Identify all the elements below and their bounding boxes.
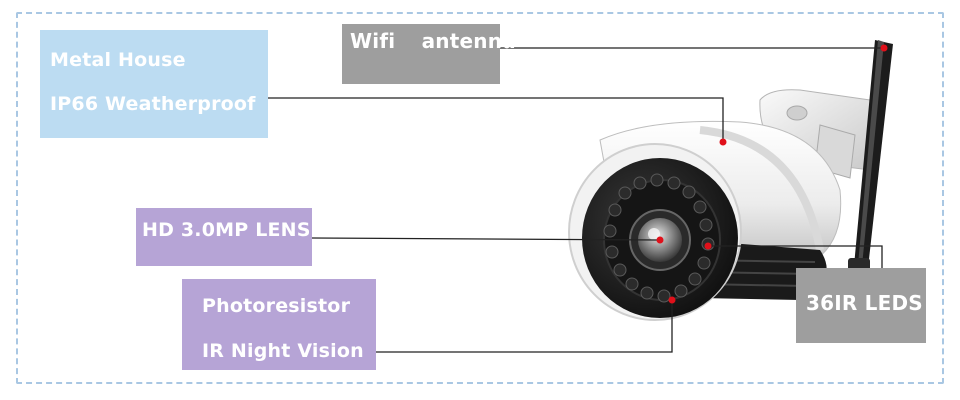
metal-house-callout: Metal House IP66 Weatherproof — [40, 30, 268, 138]
hd-lens-label: HD 3.0MP LENS — [142, 219, 311, 241]
metal-house-label: Metal House — [50, 49, 186, 71]
ir-night-vision-label: IR Night Vision — [202, 340, 364, 362]
wifi-antenna-callout: Wifi antenna — [342, 24, 516, 84]
leader-lines — [268, 47, 884, 353]
marker-antenna — [880, 44, 888, 52]
ir-leds-callout: 36IR LEDS — [796, 268, 926, 343]
hd-lens-callout: HD 3.0MP LENS — [136, 208, 312, 266]
weatherproof-label: IP66 Weatherproof — [50, 93, 256, 115]
dashed-frame — [16, 12, 944, 384]
marker-lens — [656, 236, 664, 244]
ir-leds-label: 36IR LEDS — [806, 291, 923, 315]
leader-metal — [268, 97, 724, 142]
marker-photoresistor — [668, 296, 676, 304]
markers — [656, 44, 888, 304]
leader-ir — [708, 245, 883, 268]
marker-ir-led — [704, 242, 712, 250]
camera-front — [568, 143, 742, 321]
leader-photo — [376, 300, 673, 353]
marker-housing — [719, 138, 727, 146]
photoresistor-callout: Photoresistor IR Night Vision — [182, 279, 376, 370]
leader-lens — [311, 237, 661, 241]
wifi-antenna-label: Wifi antenna — [350, 29, 516, 53]
photoresistor-label: Photoresistor — [202, 295, 351, 317]
